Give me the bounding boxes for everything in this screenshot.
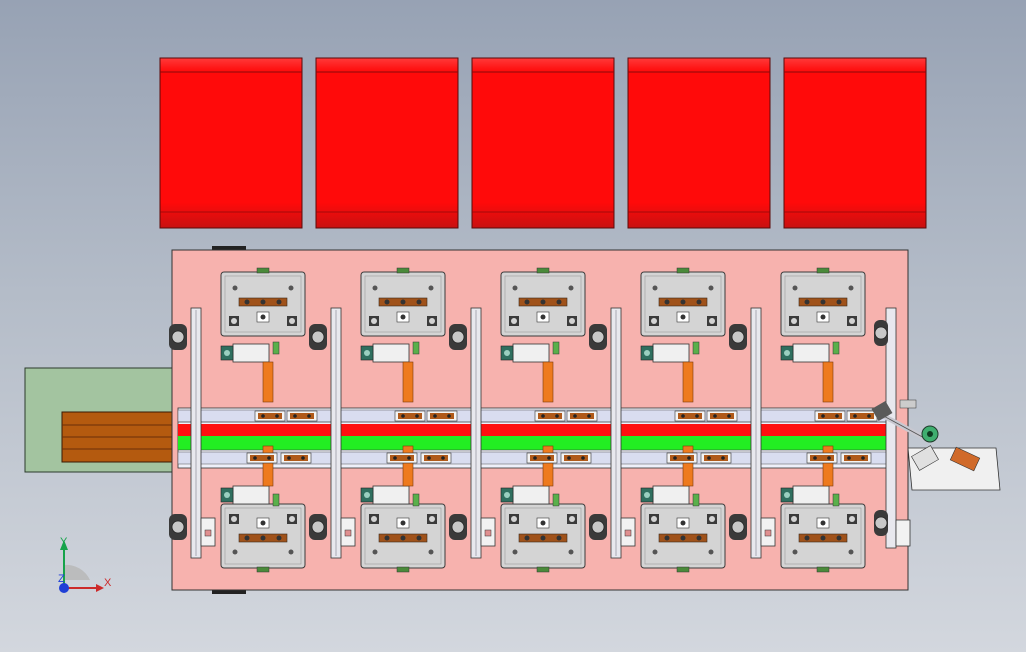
bin-4[interactable]	[627, 57, 771, 229]
carrier-lower[interactable]	[666, 452, 698, 464]
carrier-lower[interactable]	[420, 452, 452, 464]
module-bottom[interactable]	[780, 503, 866, 573]
module-bottom[interactable]	[640, 503, 726, 573]
carrier-upper[interactable]	[426, 410, 458, 422]
x-label: X	[104, 577, 112, 589]
module-bottom[interactable]	[500, 503, 586, 573]
carrier-upper[interactable]	[674, 410, 706, 422]
module-bottom[interactable]	[360, 503, 446, 573]
module-top[interactable]	[220, 267, 306, 337]
carrier-lower[interactable]	[526, 452, 558, 464]
bin-1[interactable]	[159, 57, 303, 229]
carrier-upper[interactable]	[254, 410, 286, 422]
y-label: Y	[60, 536, 68, 548]
infeed-conveyor[interactable]	[24, 367, 186, 473]
carrier-upper[interactable]	[706, 410, 738, 422]
coordinate-triad: Y X Z	[58, 536, 112, 593]
carrier-upper[interactable]	[566, 410, 598, 422]
carrier-lower[interactable]	[806, 452, 838, 464]
outfeed-unit[interactable]	[871, 307, 1001, 549]
module-top[interactable]	[780, 267, 866, 337]
carrier-upper[interactable]	[534, 410, 566, 422]
bin-5[interactable]	[783, 57, 927, 229]
carrier-lower[interactable]	[560, 452, 592, 464]
carrier-upper[interactable]	[394, 410, 426, 422]
bin-3[interactable]	[471, 57, 615, 229]
carrier-lower[interactable]	[280, 452, 312, 464]
z-label: Z	[58, 573, 65, 585]
bin-2[interactable]	[315, 57, 459, 229]
carrier-lower[interactable]	[386, 452, 418, 464]
carrier-upper[interactable]	[814, 410, 846, 422]
carrier-lower[interactable]	[840, 452, 872, 464]
carrier-upper[interactable]	[286, 410, 318, 422]
carrier-upper[interactable]	[846, 410, 878, 422]
carrier-lower[interactable]	[700, 452, 732, 464]
module-top[interactable]	[500, 267, 586, 337]
module-top[interactable]	[640, 267, 726, 337]
module-top[interactable]	[360, 267, 446, 337]
module-bottom[interactable]	[220, 503, 306, 573]
z-axis-dot	[59, 583, 69, 593]
carrier-lower[interactable]	[246, 452, 278, 464]
bin-row	[159, 57, 927, 229]
